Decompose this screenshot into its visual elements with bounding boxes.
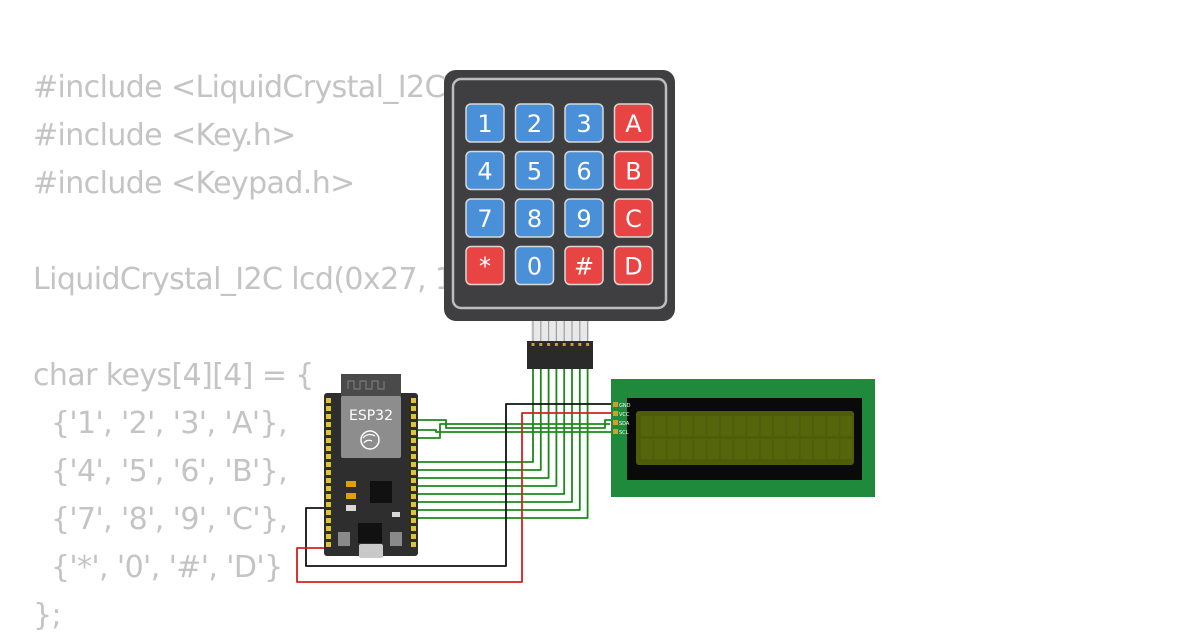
key-*[interactable]: * xyxy=(465,245,505,286)
lcd-display[interactable]: GND VCC SDA SCL xyxy=(611,379,875,497)
key-label: 2 xyxy=(527,110,542,138)
code-line: #include <Keypad.h> xyxy=(33,166,355,201)
code-line: {'4', '5', '6', 'B'}, xyxy=(33,454,288,489)
code-line: }; xyxy=(33,598,62,633)
esp32-label: ESP32 xyxy=(349,408,393,424)
key-3[interactable]: 3 xyxy=(564,103,604,143)
code-line: char keys[4][4] = { xyxy=(33,358,314,393)
keypad-keys: 1 2 3 A 4 5 6 B 7 8 9 C * 0 # D xyxy=(465,103,654,286)
esp32-pins-right xyxy=(411,398,416,547)
lcd-pin-gnd: GND xyxy=(619,403,631,409)
code-line: #include <Key.h> xyxy=(33,118,296,153)
key-A[interactable]: A xyxy=(613,103,654,143)
key-4[interactable]: 4 xyxy=(465,150,505,191)
lcd-pin-sda: SDA xyxy=(619,421,630,427)
esp32-board[interactable]: ESP32 xyxy=(324,374,418,558)
key-label: A xyxy=(625,110,642,138)
keypad[interactable]: 1 2 3 A 4 5 6 B 7 8 9 C * 0 # D xyxy=(444,70,675,369)
keypad-border xyxy=(451,77,668,310)
key-label: B xyxy=(625,158,641,186)
key-#[interactable]: # xyxy=(564,245,604,286)
key-label: 6 xyxy=(576,158,591,186)
keypad-connector xyxy=(527,341,593,369)
code-line: {'1', '2', '3', 'A'}, xyxy=(33,406,288,441)
key-label: 5 xyxy=(527,158,542,186)
lcd-pin-vcc: VCC xyxy=(619,412,630,418)
key-label: 8 xyxy=(527,205,542,233)
keypad-ribbon xyxy=(527,321,593,369)
lcd-pin-labels: GND VCC SDA SCL xyxy=(619,403,631,436)
espressif-logo-icon xyxy=(360,430,380,450)
esp32-pins-left xyxy=(326,398,331,547)
esp32-chip-2 xyxy=(358,523,382,543)
key-label: 7 xyxy=(477,205,492,233)
usb-port-icon xyxy=(359,544,383,558)
key-9[interactable]: 9 xyxy=(564,198,604,238)
key-label: 0 xyxy=(527,253,542,281)
esp32-button-boot xyxy=(338,532,350,546)
key-0[interactable]: 0 xyxy=(514,245,555,286)
code-line: {'7', '8', '9', 'C'}, xyxy=(33,502,288,537)
key-label: 4 xyxy=(477,158,492,186)
wires xyxy=(296,369,613,583)
key-label: 1 xyxy=(477,110,492,138)
key-B[interactable]: B xyxy=(613,150,654,191)
key-C[interactable]: C xyxy=(613,198,654,238)
key-6[interactable]: 6 xyxy=(564,150,604,191)
lcd-pin-scl: SCL xyxy=(619,430,629,436)
key-5[interactable]: 5 xyxy=(514,150,555,191)
esp32-module xyxy=(341,396,401,458)
code-line: #include <LiquidCrystal_I2C.h> xyxy=(33,70,497,105)
key-D[interactable]: D xyxy=(613,245,654,286)
key-label: * xyxy=(479,253,491,281)
key-1[interactable]: 1 xyxy=(465,103,505,143)
code-line: {'*', '0', '#', 'D'} xyxy=(33,550,283,585)
key-label: # xyxy=(574,253,594,281)
key-label: C xyxy=(625,205,642,233)
key-label: 3 xyxy=(576,110,591,138)
key-2[interactable]: 2 xyxy=(514,103,555,143)
esp32-chip xyxy=(370,481,392,503)
esp32-button-en xyxy=(390,532,402,546)
esp32-antenna xyxy=(341,374,401,398)
key-label: D xyxy=(624,253,642,281)
key-8[interactable]: 8 xyxy=(514,198,555,238)
key-7[interactable]: 7 xyxy=(465,198,505,238)
lcd-character-grid xyxy=(641,416,852,459)
key-label: 9 xyxy=(576,205,591,233)
